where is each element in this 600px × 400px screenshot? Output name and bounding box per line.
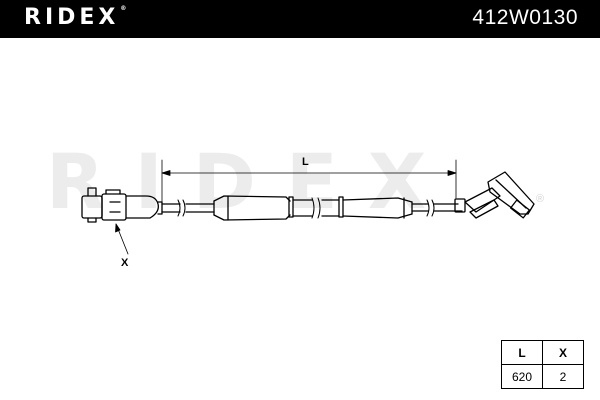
spec-header-l: L (501, 340, 543, 365)
brand-name: RIDEX (24, 5, 120, 30)
sensor-head (464, 171, 535, 219)
cable-right (411, 198, 466, 217)
spec-value-x: 2 (542, 364, 584, 389)
dimension-label-x: X (121, 257, 129, 269)
brand-logo: RIDEX® (24, 5, 126, 30)
part-number: 412W0130 (472, 6, 578, 29)
spec-header-row: L X (501, 340, 584, 365)
connector-plug (81, 187, 163, 223)
dimension-line-l (161, 159, 457, 203)
leader-line-x (115, 223, 129, 255)
cable-sleeve (213, 195, 413, 221)
spec-value-row: 620 2 (501, 364, 584, 389)
brand-registered-mark: ® (120, 5, 127, 12)
cable-left (161, 199, 215, 217)
spec-table: L X 620 2 (501, 340, 584, 389)
watermark-registered-mark: ® (536, 193, 545, 205)
spec-value-l: 620 (501, 364, 543, 389)
dimension-label-l: L (302, 156, 309, 168)
spec-header-x: X (542, 340, 584, 365)
watermark-logo: RIDEX (46, 137, 457, 226)
header-bar: RIDEX® 412W0130 (0, 0, 600, 38)
